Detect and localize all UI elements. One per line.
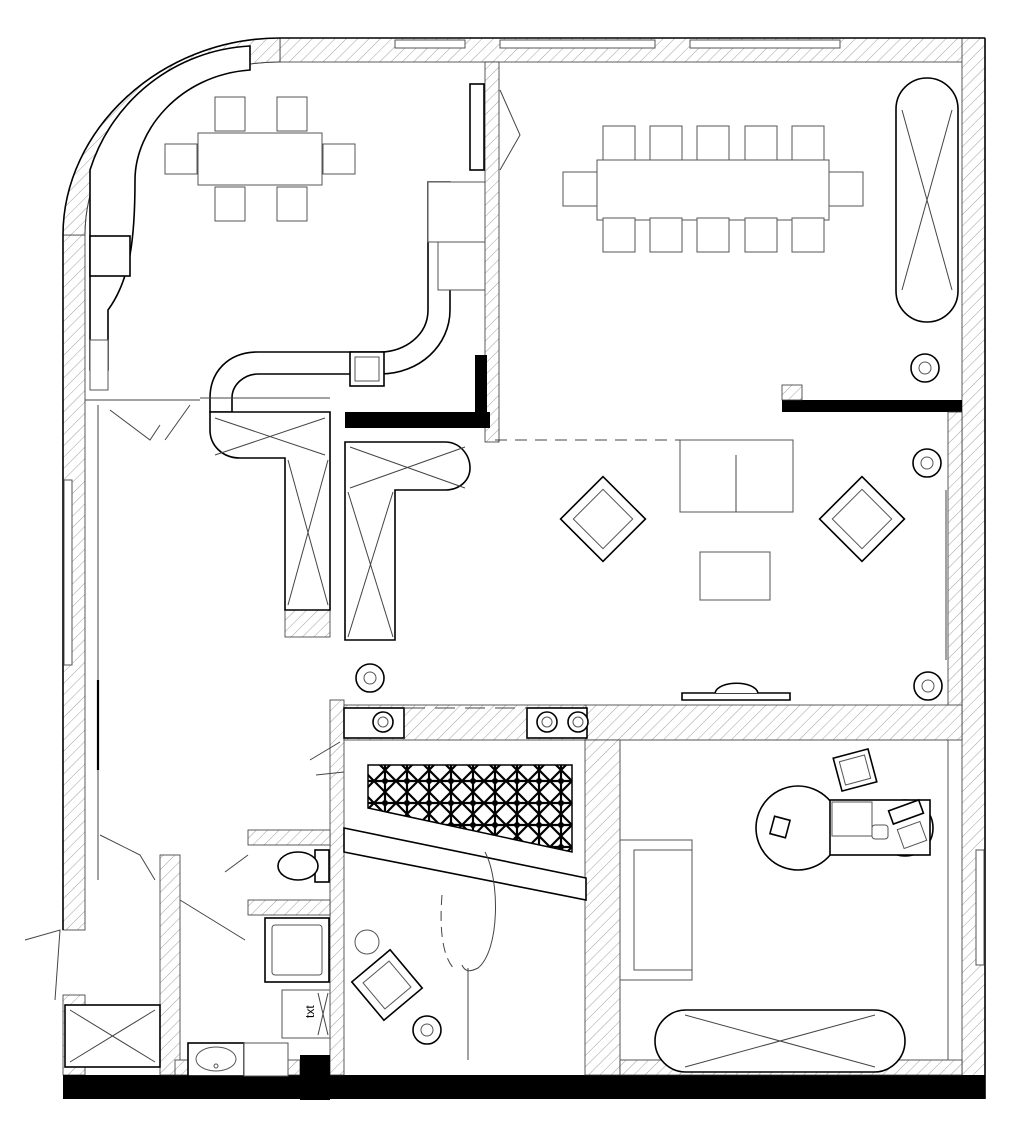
annotation-label: txt xyxy=(303,1005,317,1018)
storage-units xyxy=(209,411,471,641)
conference-room xyxy=(562,77,959,383)
plant-icon xyxy=(913,671,943,701)
plant-icon xyxy=(412,1015,442,1045)
plant-icon xyxy=(910,353,940,383)
plant-icon xyxy=(912,448,942,478)
lounge xyxy=(355,439,947,709)
plant-icon xyxy=(355,663,385,693)
dining-area xyxy=(164,83,486,413)
office xyxy=(619,739,949,1073)
curved-bench xyxy=(89,45,251,391)
bathroom: txt xyxy=(64,849,331,1077)
corridor xyxy=(24,89,521,1001)
lower-room xyxy=(343,711,589,1060)
